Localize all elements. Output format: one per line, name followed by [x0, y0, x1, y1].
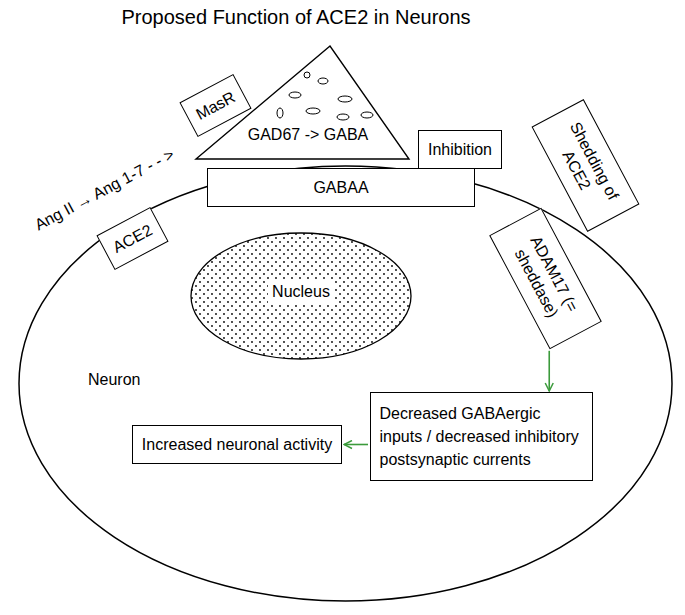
- node-text: Neuron: [88, 370, 140, 390]
- flow-arrow: [548, 351, 550, 391]
- process-box: Inhibition: [418, 130, 502, 169]
- node-text: MasR: [192, 86, 238, 123]
- node-text: GAD67 -> GABA: [248, 125, 369, 145]
- enzyme-box: ADAM17 (= sheddase): [489, 207, 602, 349]
- nucleus-shape: Nucleus: [190, 232, 412, 360]
- node-text: Decreased GABAergic inputs / decreased i…: [380, 402, 584, 472]
- node-text: Inhibition: [428, 140, 492, 160]
- process-box: Increased neuronal activity: [132, 425, 342, 464]
- receptor-box: GABAA: [207, 168, 475, 207]
- node-text: Increased neuronal activity: [142, 435, 332, 455]
- node-text: ACE2: [109, 219, 155, 256]
- node-text: ADAM17 (= sheddase): [502, 220, 589, 336]
- node-text: GABAA: [313, 178, 368, 198]
- diagram-title: Proposed Function of ACE2 in Neurons: [0, 6, 592, 29]
- flow-arrow: [344, 444, 368, 446]
- process-box: Shedding of ACE2: [531, 99, 639, 232]
- enzyme-box: ACE2: [96, 206, 168, 269]
- node-text: Shedding of ACE2: [544, 111, 626, 218]
- process-box: Decreased GABAergic inputs / decreased i…: [370, 392, 593, 481]
- node-text: Nucleus: [268, 281, 334, 303]
